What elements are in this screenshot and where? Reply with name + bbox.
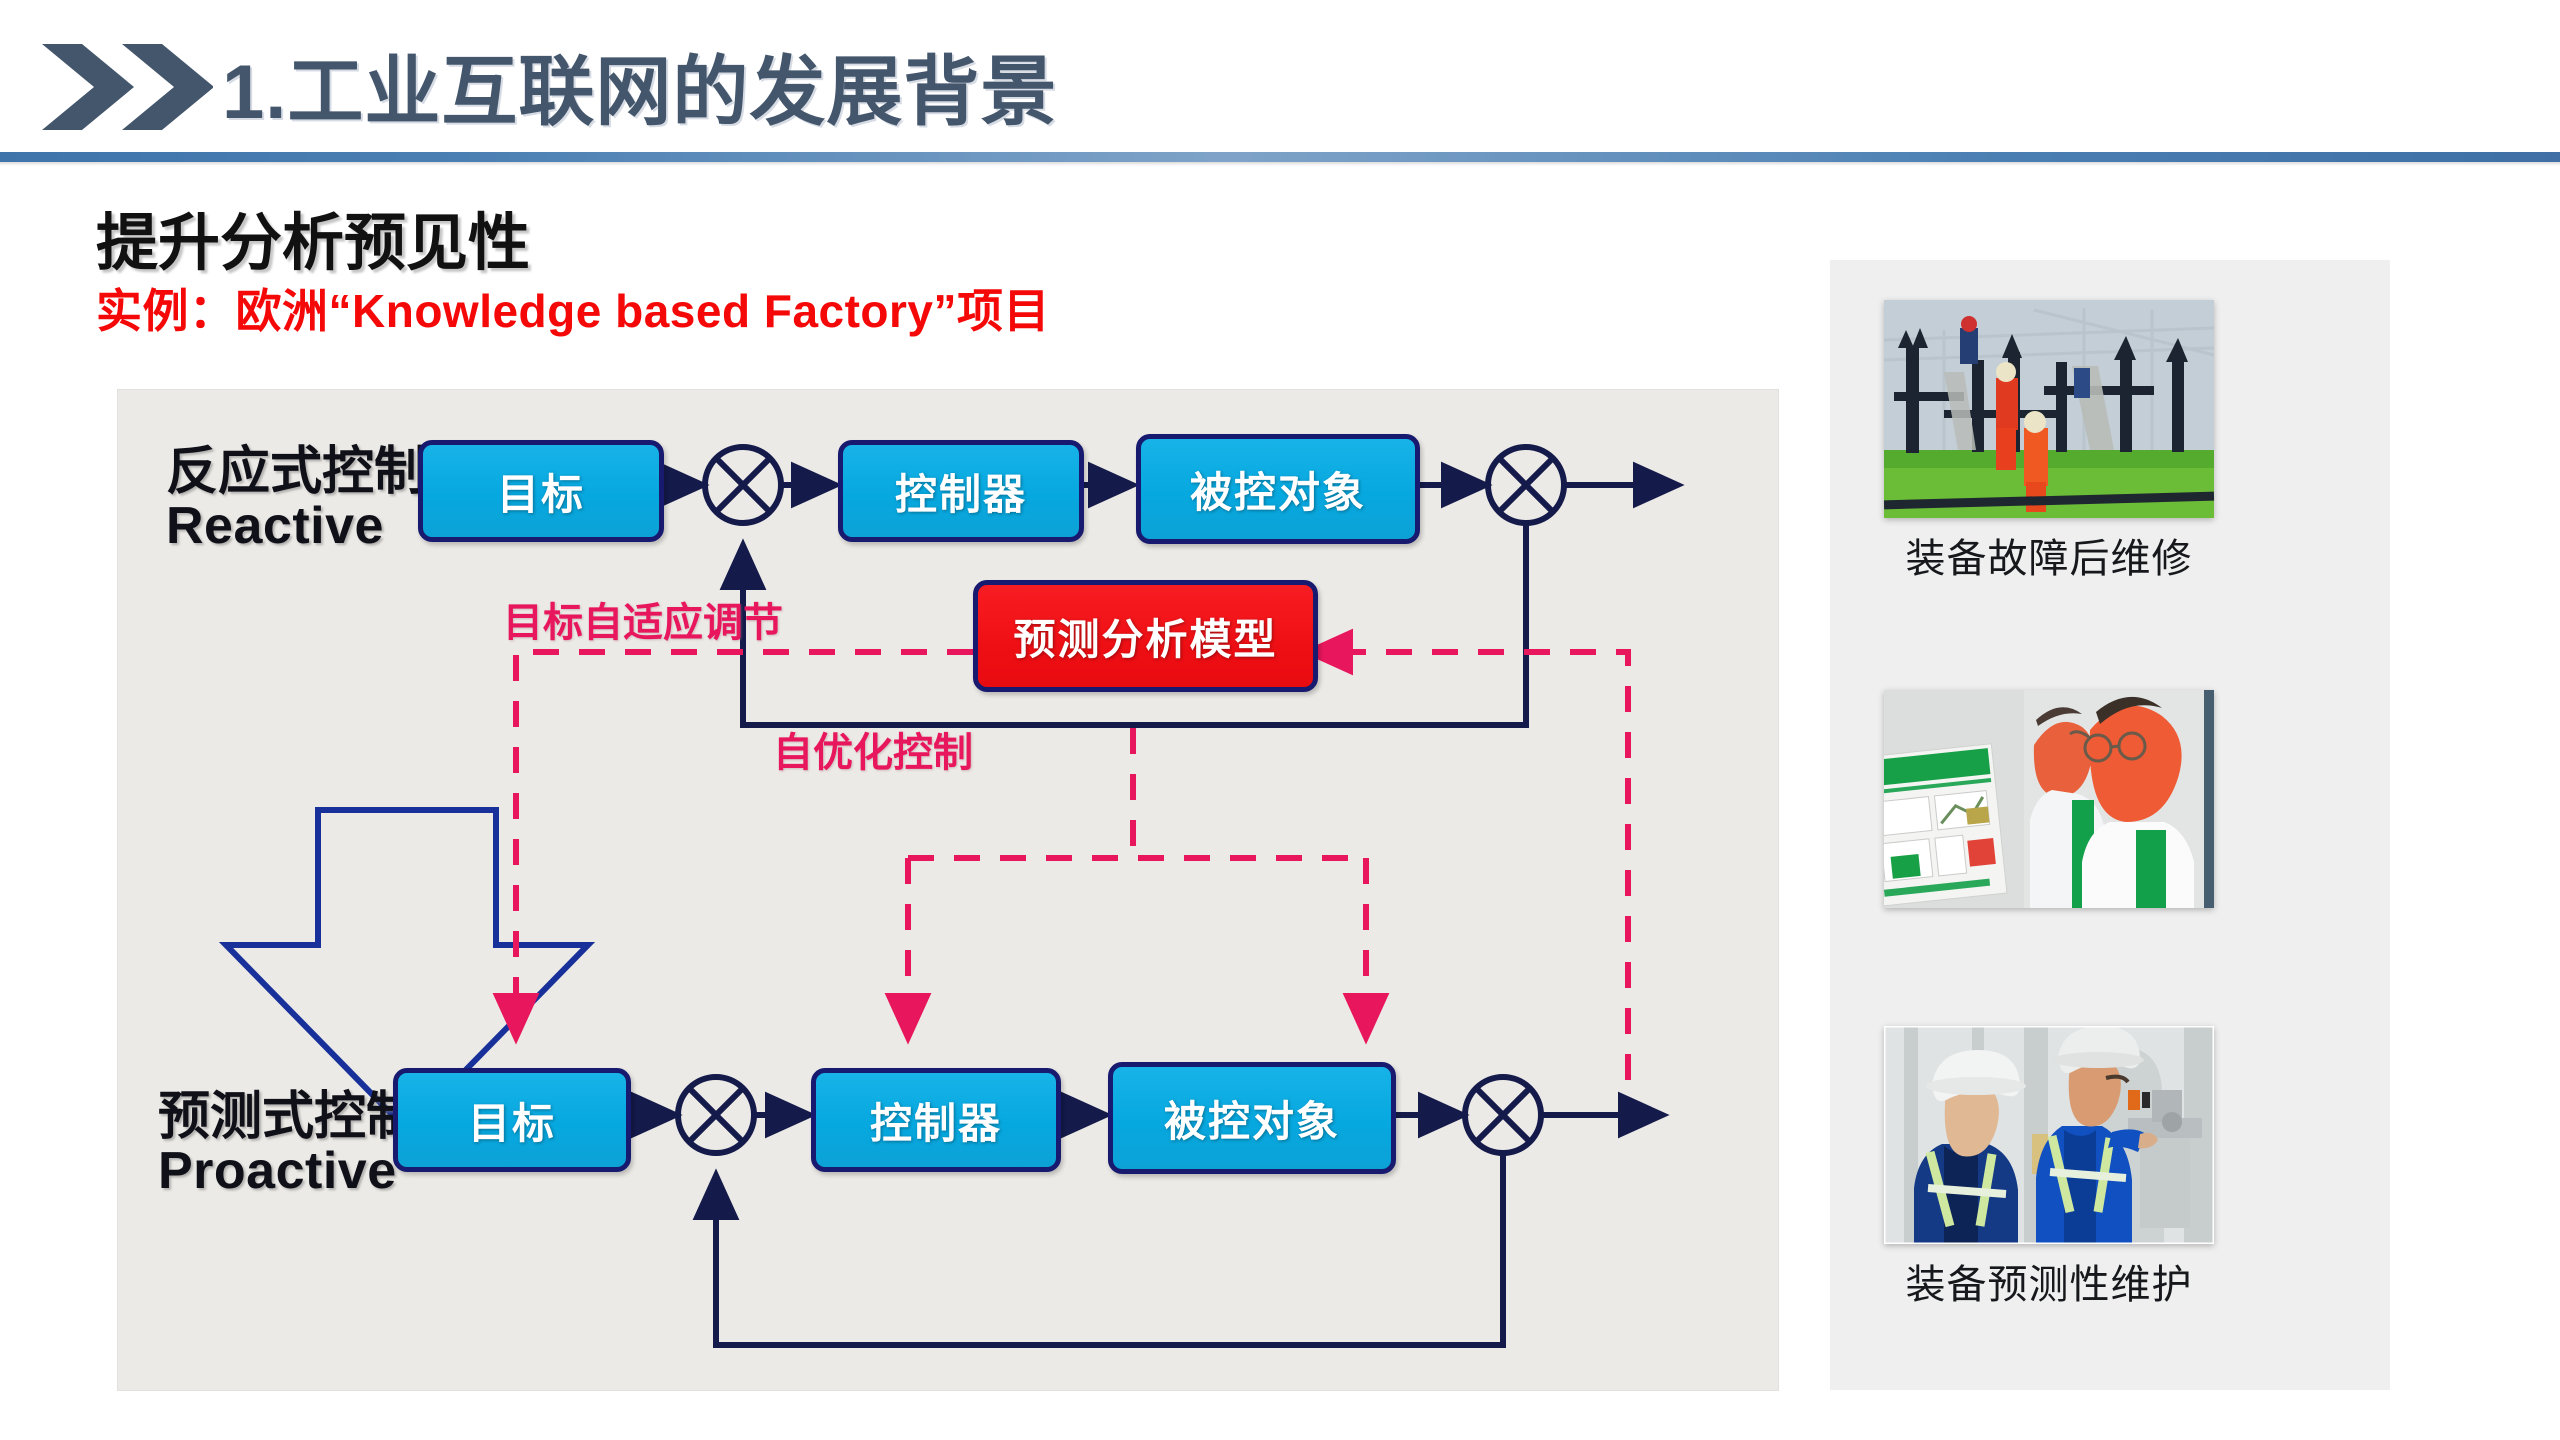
header-divider (0, 152, 2560, 162)
photo-substation-repair (1884, 300, 2214, 518)
double-chevron-icon (42, 44, 213, 130)
control-loop-diagram: 反应式控制 Reactive 目标 控制器 被控对象 预测式控制 Proacti… (118, 390, 1778, 1390)
proactive-label-en: Proactive (158, 1142, 397, 1201)
photo-card-substation-repair[interactable]: 装备故障后维修 (1884, 300, 2214, 584)
header-divider-shadow (0, 162, 2560, 166)
page-title: 1.工业互联网的发展背景 (222, 50, 1058, 135)
photo-predictive-maintenance (1884, 1026, 2214, 1244)
proactive-label-cn: 预测式控制 (158, 1088, 419, 1146)
block-predictive-model[interactable]: 预测分析模型 (973, 580, 1318, 692)
block-proactive-plant[interactable]: 被控对象 (1108, 1062, 1396, 1174)
block-reactive-controller[interactable]: 控制器 (838, 440, 1084, 542)
photo-card-predictive-maintenance[interactable]: 装备预测性维护 (1884, 1026, 2214, 1310)
block-proactive-controller[interactable]: 控制器 (811, 1068, 1061, 1172)
block-proactive-goal[interactable]: 目标 (393, 1068, 631, 1172)
reactive-label-cn: 反应式控制 (166, 443, 427, 501)
block-reactive-goal[interactable]: 目标 (418, 440, 664, 542)
reactive-label: 反应式控制 Reactive (166, 445, 426, 553)
diagram-connectors (218, 444, 1685, 1348)
section-heading: 提升分析预见性 (96, 209, 531, 278)
slide-header: 1.工业互联网的发展背景 (0, 0, 2560, 168)
annotation-self-optimizing: 自优化控制 (773, 731, 973, 775)
photo-caption-predictive-maintenance: 装备预测性维护 (1905, 1263, 2193, 1307)
photo-engineers-dashboard: C ENG G (1884, 690, 2214, 908)
block-reactive-plant[interactable]: 被控对象 (1136, 434, 1420, 544)
reactive-label-en: Reactive (166, 497, 384, 556)
proactive-label: 预测式控制 Proactive (158, 1090, 418, 1198)
section-subheading: 实例：欧洲“Knowledge based Factory”项目 (96, 285, 1051, 337)
photo-card-engineers-dashboard[interactable]: C ENG G (1884, 690, 2214, 916)
photo-caption-substation-repair: 装备故障后维修 (1905, 537, 2193, 581)
annotation-adaptive-tuning: 目标自适应调节 (503, 601, 783, 645)
